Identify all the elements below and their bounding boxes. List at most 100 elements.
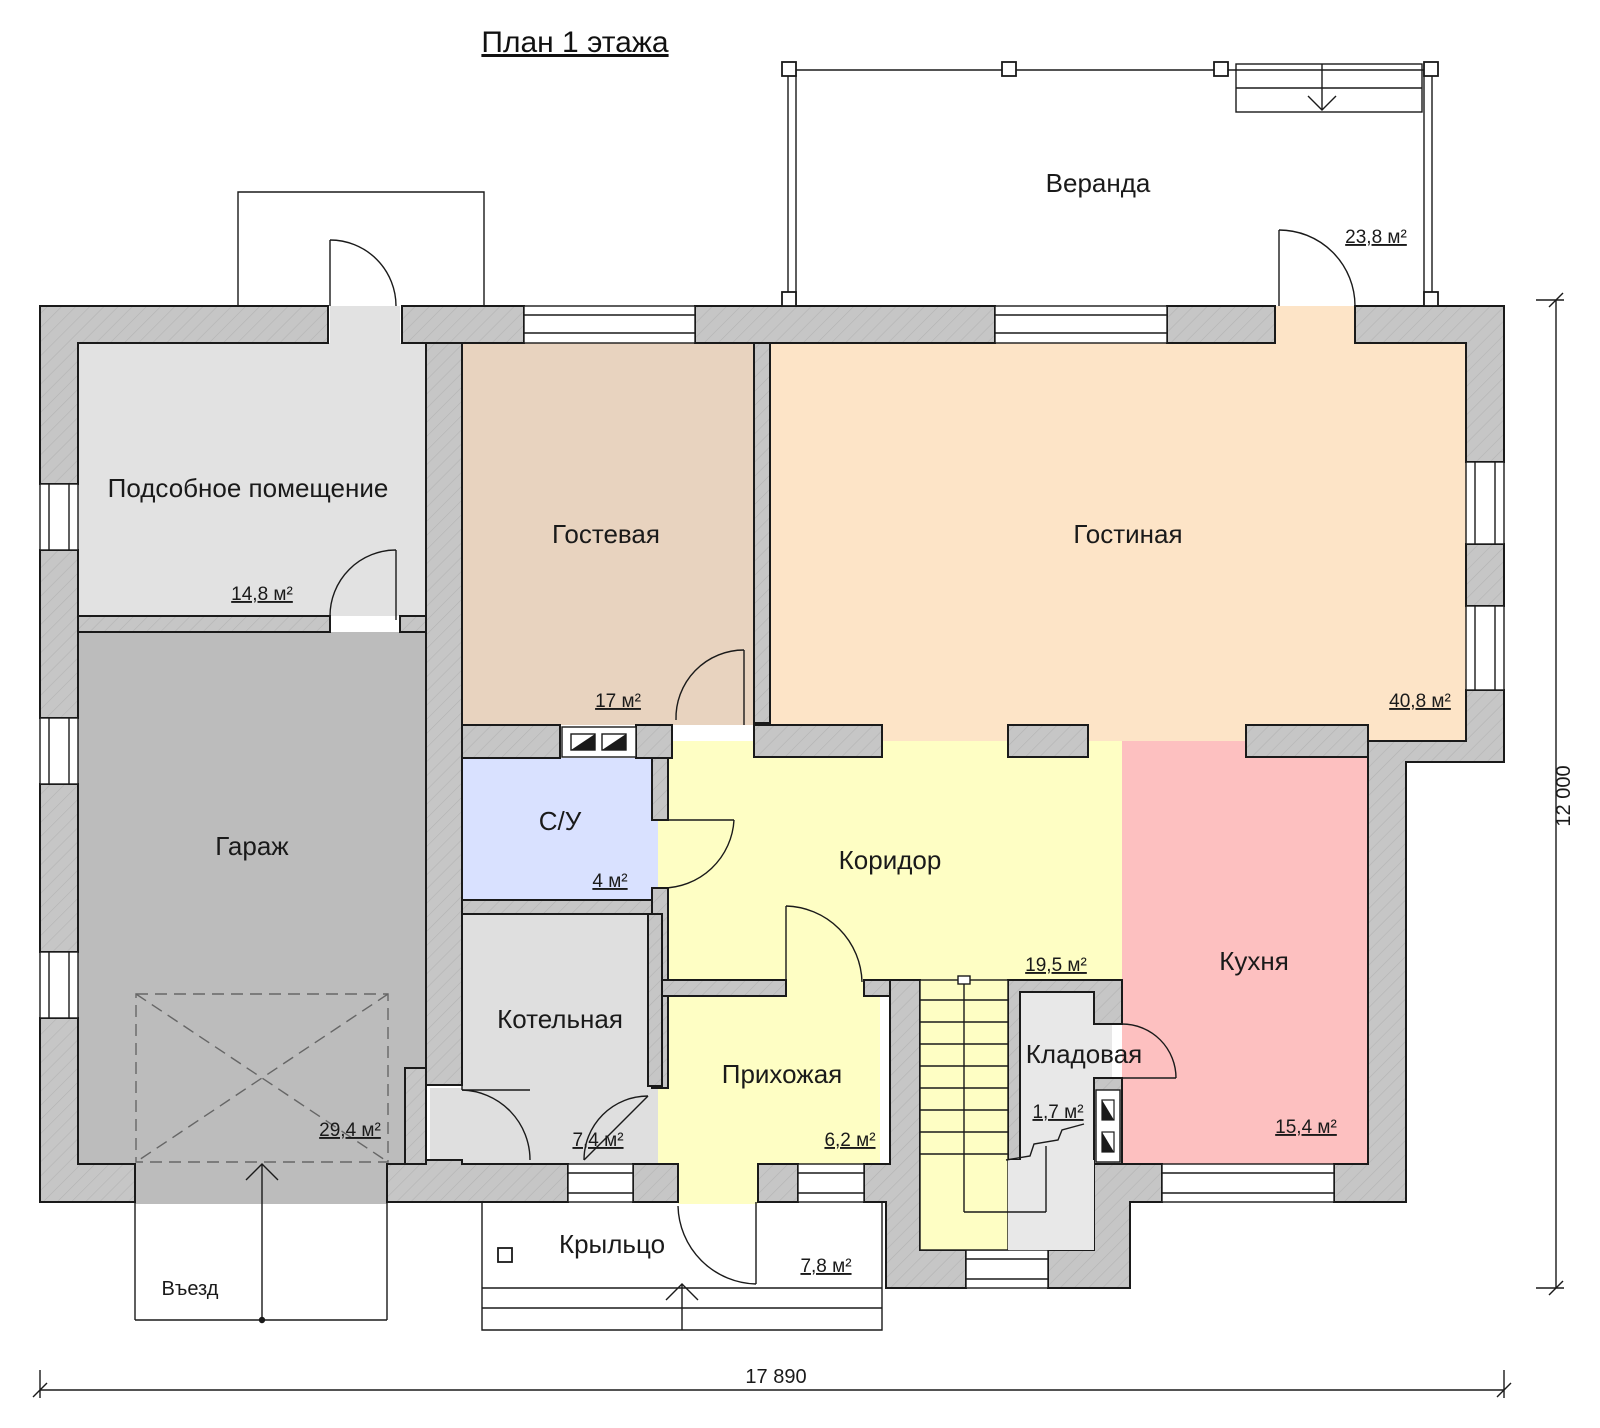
room-area-su: 4 м² bbox=[592, 871, 627, 892]
window-bottom-kitchen bbox=[1161, 1163, 1335, 1203]
stove bbox=[561, 726, 637, 758]
floor-podsobnoe bbox=[78, 343, 426, 616]
door-podsobnoe-garage bbox=[329, 549, 397, 620]
room-name-veranda: Веранда bbox=[1046, 168, 1151, 198]
room-area-podsobnoe: 14,8 м² bbox=[231, 584, 293, 605]
garage-door-symbol bbox=[135, 993, 389, 1163]
wall-kotel-right bbox=[647, 913, 663, 1087]
wall-garage-vert bbox=[425, 342, 463, 1086]
window-top-2 bbox=[994, 305, 1168, 344]
wall-living-bottom-a bbox=[753, 724, 883, 758]
window-bottom-stairs bbox=[965, 1249, 1049, 1289]
wall-guest-bottom-a bbox=[461, 724, 561, 759]
veranda-posts bbox=[781, 61, 1439, 307]
room-labels: Подсобное помещение 14,8 м² Гараж 29,4 м… bbox=[108, 168, 1451, 1300]
wall-living-bottom-c bbox=[1245, 724, 1369, 758]
wall-guest-living bbox=[753, 342, 771, 724]
room-name-kuhnya: Кухня bbox=[1219, 946, 1289, 976]
wall-su-bottom bbox=[461, 899, 653, 915]
wall-podsobnoe-garage-b bbox=[399, 615, 427, 633]
veranda bbox=[787, 63, 1433, 306]
room-area-kladovaya: 1,7 м² bbox=[1032, 1102, 1083, 1123]
door-veranda bbox=[1278, 229, 1356, 307]
garage-entry bbox=[134, 1163, 388, 1324]
entry-porch bbox=[481, 1202, 883, 1331]
room-name-gostinaya: Гостиная bbox=[1073, 519, 1182, 549]
wall-living-bottom-b bbox=[1007, 724, 1089, 758]
window-left-3 bbox=[39, 951, 79, 1019]
dimension-width: 17 890 bbox=[745, 1366, 806, 1388]
room-area-gostevaya: 17 м² bbox=[595, 691, 641, 712]
page-title: План 1 этажа bbox=[481, 26, 669, 59]
door-entry bbox=[677, 1202, 757, 1285]
outer-walls bbox=[39, 305, 1505, 1289]
room-area-garazh: 29,4 м² bbox=[319, 1120, 381, 1141]
window-left-2 bbox=[39, 717, 79, 785]
wall-top-mid2 bbox=[694, 305, 996, 344]
stairs bbox=[919, 975, 1094, 1251]
floor-kuhnya bbox=[1122, 741, 1368, 1164]
wall-top-mid3 bbox=[1166, 305, 1276, 344]
wall-top-mid1 bbox=[401, 305, 525, 344]
wall-bottom-b bbox=[632, 1163, 679, 1203]
room-name-su: С/У bbox=[539, 806, 582, 836]
rear-porch bbox=[237, 191, 485, 306]
room-area-koridor: 19,5 м² bbox=[1025, 955, 1087, 976]
wall-right-pier bbox=[1465, 543, 1505, 607]
ventilation-shafts bbox=[1095, 1089, 1121, 1163]
door-kotelnaya bbox=[583, 1095, 649, 1161]
room-name-gostevaya: Гостевая bbox=[552, 519, 660, 549]
window-right-1 bbox=[1465, 461, 1505, 545]
wall-su-right-a bbox=[651, 757, 669, 821]
room-name-podsobnoe: Подсобное помещение bbox=[108, 473, 389, 503]
room-area-prihozhaya: 6,2 м² bbox=[824, 1130, 875, 1151]
floor-door-entry bbox=[678, 1164, 758, 1204]
room-area-gostinaya: 40,8 м² bbox=[1389, 691, 1451, 712]
room-name-krylco: Крыльцо bbox=[559, 1229, 665, 1259]
floor-door-kotelnaya bbox=[430, 1088, 462, 1164]
window-left-1 bbox=[39, 483, 79, 551]
wall-guest-bottom-b bbox=[635, 724, 673, 759]
wall-hall-top bbox=[661, 979, 787, 997]
room-name-kotelnaya: Котельная bbox=[497, 1004, 623, 1034]
door-gostevaya bbox=[675, 649, 745, 725]
door-prihozhaya bbox=[785, 905, 863, 990]
window-top-1 bbox=[523, 305, 696, 344]
wall-garage-small bbox=[404, 1067, 427, 1165]
floor-garage-entry bbox=[135, 1164, 387, 1204]
wall-podsobnoe-garage bbox=[77, 615, 331, 633]
floor-su bbox=[462, 758, 658, 900]
wall-hall-top-b bbox=[863, 979, 891, 997]
wall-left-pier2 bbox=[39, 783, 79, 953]
windows bbox=[39, 305, 1505, 1289]
door-kladovaya bbox=[1121, 1023, 1177, 1079]
room-area-kuhnya: 15,4 м² bbox=[1275, 1117, 1337, 1138]
room-name-koridor: Коридор bbox=[839, 845, 942, 875]
floor-gostinaya bbox=[770, 343, 1466, 741]
dimension-labels: 17 890 12 000 bbox=[745, 765, 1575, 1388]
room-area-veranda: 23,8 м² bbox=[1345, 227, 1407, 248]
wall-bottom-a bbox=[386, 1159, 569, 1203]
door-su bbox=[660, 819, 735, 889]
room-name-kladovaya: Кладовая bbox=[1026, 1039, 1142, 1069]
floor-garazh bbox=[78, 632, 426, 1164]
floor-door-podsobnoe bbox=[330, 306, 400, 343]
door-podsobnoe-outer bbox=[329, 239, 397, 307]
doors bbox=[329, 229, 1356, 1285]
wall-left-pier1 bbox=[39, 549, 79, 719]
window-bottom-kotel bbox=[567, 1163, 634, 1203]
window-right-2 bbox=[1465, 605, 1505, 691]
room-name-prihozhaya: Прихожая bbox=[722, 1059, 842, 1089]
wall-bottom-c bbox=[757, 1163, 799, 1203]
floor-door-gostinaya bbox=[1275, 306, 1355, 343]
room-floors bbox=[78, 306, 1466, 1250]
dimension-height: 12 000 bbox=[1553, 765, 1575, 826]
room-area-kotelnaya: 7,4 м² bbox=[572, 1130, 623, 1151]
window-bottom-hall bbox=[797, 1163, 865, 1203]
floor-kotelnaya bbox=[462, 914, 658, 1164]
room-area-krylco: 7,8 м² bbox=[800, 1256, 851, 1277]
label-vezd: Въезд bbox=[162, 1278, 219, 1300]
room-name-garazh: Гараж bbox=[215, 831, 289, 861]
door-garage-kotel bbox=[461, 1086, 531, 1161]
